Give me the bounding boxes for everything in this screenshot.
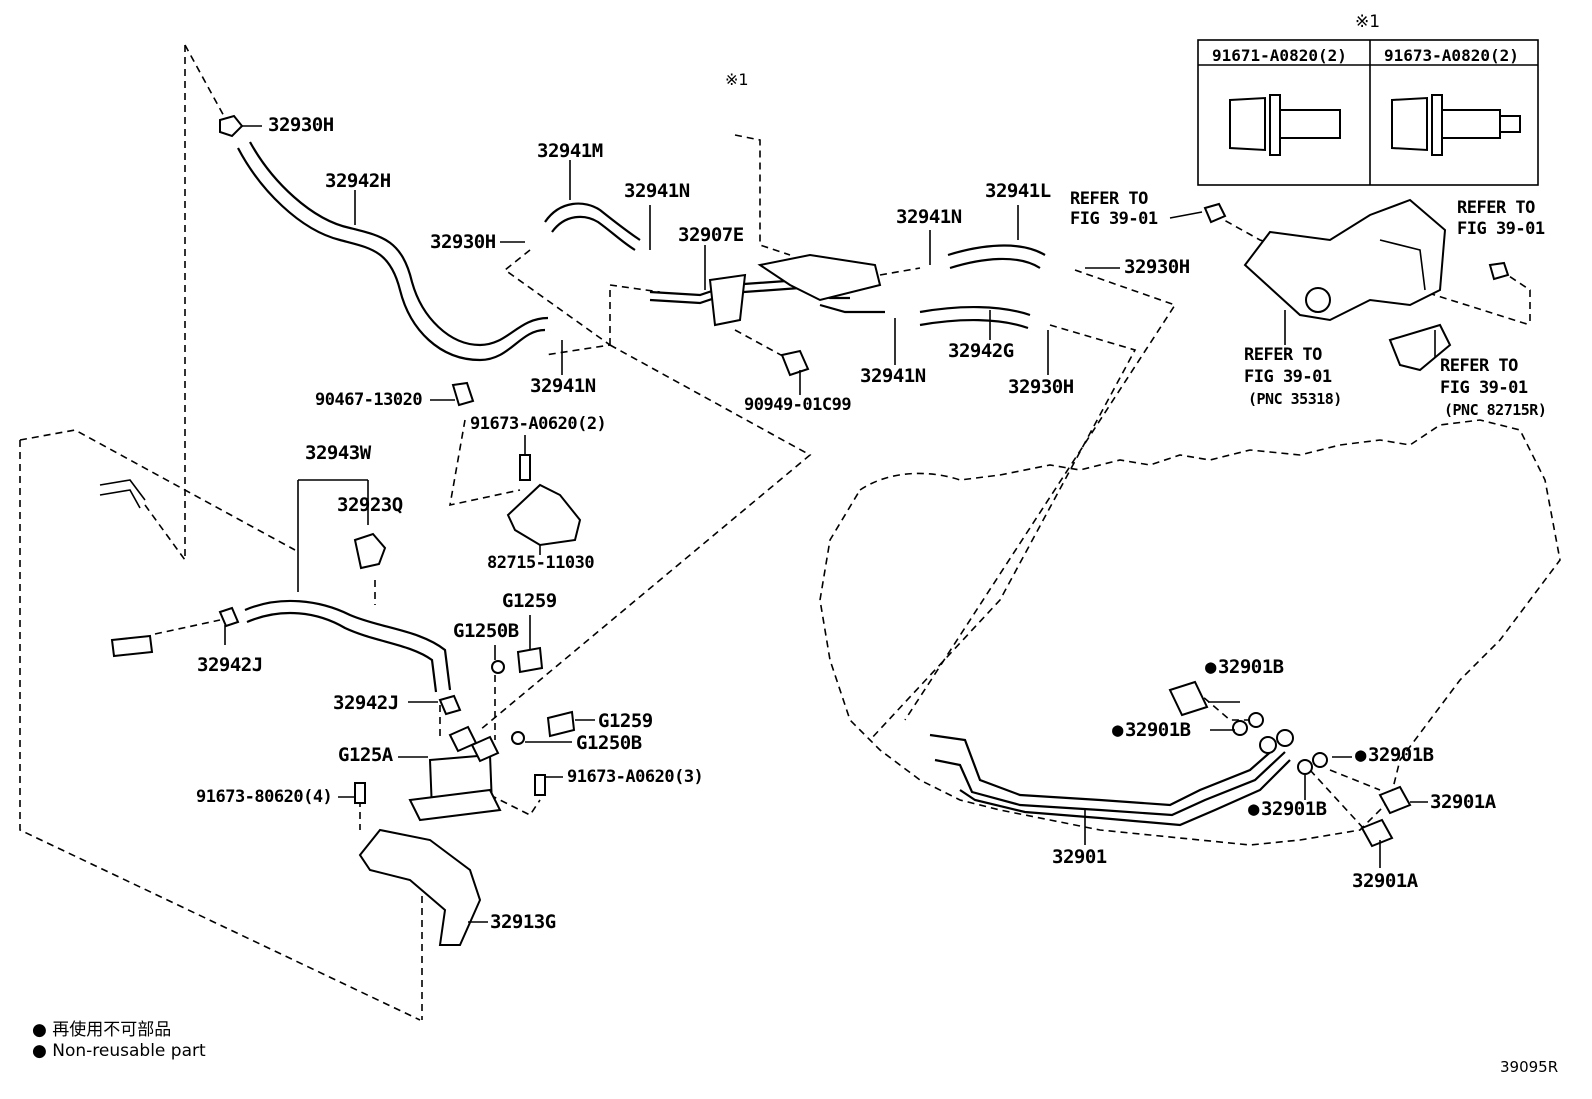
fittings-32901B — [1168, 680, 1328, 775]
bolt-91673-A0620-3 — [534, 774, 546, 796]
clamp-32923Q — [353, 532, 387, 570]
refer-label-3c: (PNC 35318) — [1248, 390, 1342, 408]
bolt-91673-80620 — [354, 782, 366, 804]
label-32941M: 32941M — [537, 140, 603, 162]
refer-label-4a: REFER TO — [1440, 356, 1518, 376]
label-32930H: 32930H — [1124, 256, 1190, 278]
refer-label-2b: FIG 39-01 — [1457, 219, 1545, 239]
label-32943W: 32943W — [305, 442, 371, 464]
refer-label-2a: REFER TO — [1457, 198, 1535, 218]
label-32941L: 32941L — [985, 180, 1051, 202]
refer-label-1b: FIG 39-01 — [1070, 209, 1158, 229]
legend-dot-icon: ● — [32, 1020, 53, 1040]
inset-col-1: 91671-A0820(2) — [1212, 46, 1347, 65]
label-32941N: 32941N — [860, 365, 926, 387]
reference-mark: ※1 — [725, 70, 749, 89]
clamp-32942J — [218, 606, 240, 628]
label-82715-11030: 82715-11030 — [487, 553, 595, 573]
bolt-refer-2 — [1488, 261, 1510, 281]
refer-label-3b: FIG 39-01 — [1244, 367, 1332, 387]
leader-lines — [224, 125, 1436, 923]
label-G1250B: G1250B — [453, 620, 519, 642]
radiator-outline — [19, 44, 423, 1021]
label-G125A: G125A — [338, 744, 393, 766]
label-32930H: 32930H — [268, 114, 334, 136]
label-32901B: 32901B — [1205, 658, 1284, 677]
pipes-32901 — [929, 729, 1294, 827]
cooler-G125A — [408, 694, 502, 822]
label-G1259: G1259 — [598, 710, 653, 732]
label-G1259: G1259 — [502, 590, 557, 612]
label-91673-A0620-3: 91673-A0620(3) — [567, 767, 704, 787]
hose-32941M-b — [551, 215, 636, 251]
refer-label-4b: FIG 39-01 — [1440, 378, 1528, 398]
bolt-91673-A0620-2 — [519, 454, 531, 481]
clamp-32930H — [219, 114, 244, 138]
inset-col-2: 91673-A0820(2) — [1384, 46, 1519, 65]
hose-32941L-b — [949, 257, 1041, 270]
label-32901B: 32901B — [1112, 721, 1191, 740]
label-32901B: 32901B — [1248, 800, 1327, 819]
refer-label-1a: REFER TO — [1070, 189, 1148, 209]
label-91673-A0620-2: 91673-A0620(2) — [470, 414, 607, 434]
label-32901B: 32901B — [1355, 746, 1434, 765]
clip-90467-13020 — [451, 381, 475, 407]
hose-32943W — [244, 599, 452, 691]
transmission-outline — [819, 419, 1561, 846]
label-32942J: 32942J — [333, 692, 399, 714]
label-91673-80620-4: 91673-80620(4) — [196, 787, 333, 807]
bolt-refer-1 — [1203, 202, 1227, 224]
legend-dot-icon: ● — [32, 1041, 53, 1061]
label-32942J: 32942J — [197, 654, 263, 676]
label-32941N: 32941N — [896, 206, 962, 228]
label-32942G: 32942G — [948, 340, 1014, 362]
label-90949-01C99: 90949-01C99 — [744, 395, 852, 415]
inset-table — [1197, 39, 1539, 186]
bracket-82715-11030 — [506, 483, 582, 547]
hose-32943W-b — [246, 611, 438, 693]
label-32907E: 32907E — [678, 224, 744, 246]
label-32913G: 32913G — [490, 911, 556, 933]
hose-32941L — [947, 244, 1046, 257]
dashed-leaders — [154, 134, 1531, 831]
label-32941N: 32941N — [530, 375, 596, 397]
clip-90949-01C99 — [780, 349, 810, 377]
legend-line-1: ● 再使用不可部品 — [32, 1020, 172, 1040]
label-32901A: 32901A — [1430, 791, 1496, 813]
label-32923Q: 32923Q — [337, 494, 403, 516]
label-G1250B: G1250B — [576, 732, 642, 754]
label-32942H: 32942H — [325, 170, 391, 192]
legend-line-2: ● Non-reusable part — [32, 1041, 206, 1061]
hose-32942G-b — [919, 318, 1029, 330]
filter-G1259-b — [546, 710, 576, 738]
label-32930H: 32930H — [1008, 376, 1074, 398]
label-32901: 32901 — [1052, 846, 1107, 868]
hose-32942H — [237, 141, 549, 362]
label-90467-13020: 90467-13020 — [315, 390, 423, 410]
filter-G1259-a — [516, 646, 544, 674]
figure-number: 39095R — [1500, 1058, 1559, 1076]
bracket-32913G — [358, 828, 482, 946]
label-32941N: 32941N — [624, 180, 690, 202]
label-32930H: 32930H — [430, 231, 496, 253]
inset-mark: ※1 — [1355, 12, 1381, 32]
label-32901A: 32901A — [1352, 870, 1418, 892]
plugs-32901A — [1360, 785, 1412, 848]
refer-label-3a: REFER TO — [1244, 345, 1322, 365]
hose-32941M — [544, 202, 641, 241]
transmission-bracket — [1243, 198, 1452, 372]
bracket-32907E — [649, 253, 885, 327]
refer-label-4c: (PNC 82715R) — [1444, 401, 1547, 419]
ring-G1250B-b — [511, 731, 525, 745]
ring-G1250B-a — [491, 660, 505, 674]
hose-32942G — [919, 305, 1031, 317]
